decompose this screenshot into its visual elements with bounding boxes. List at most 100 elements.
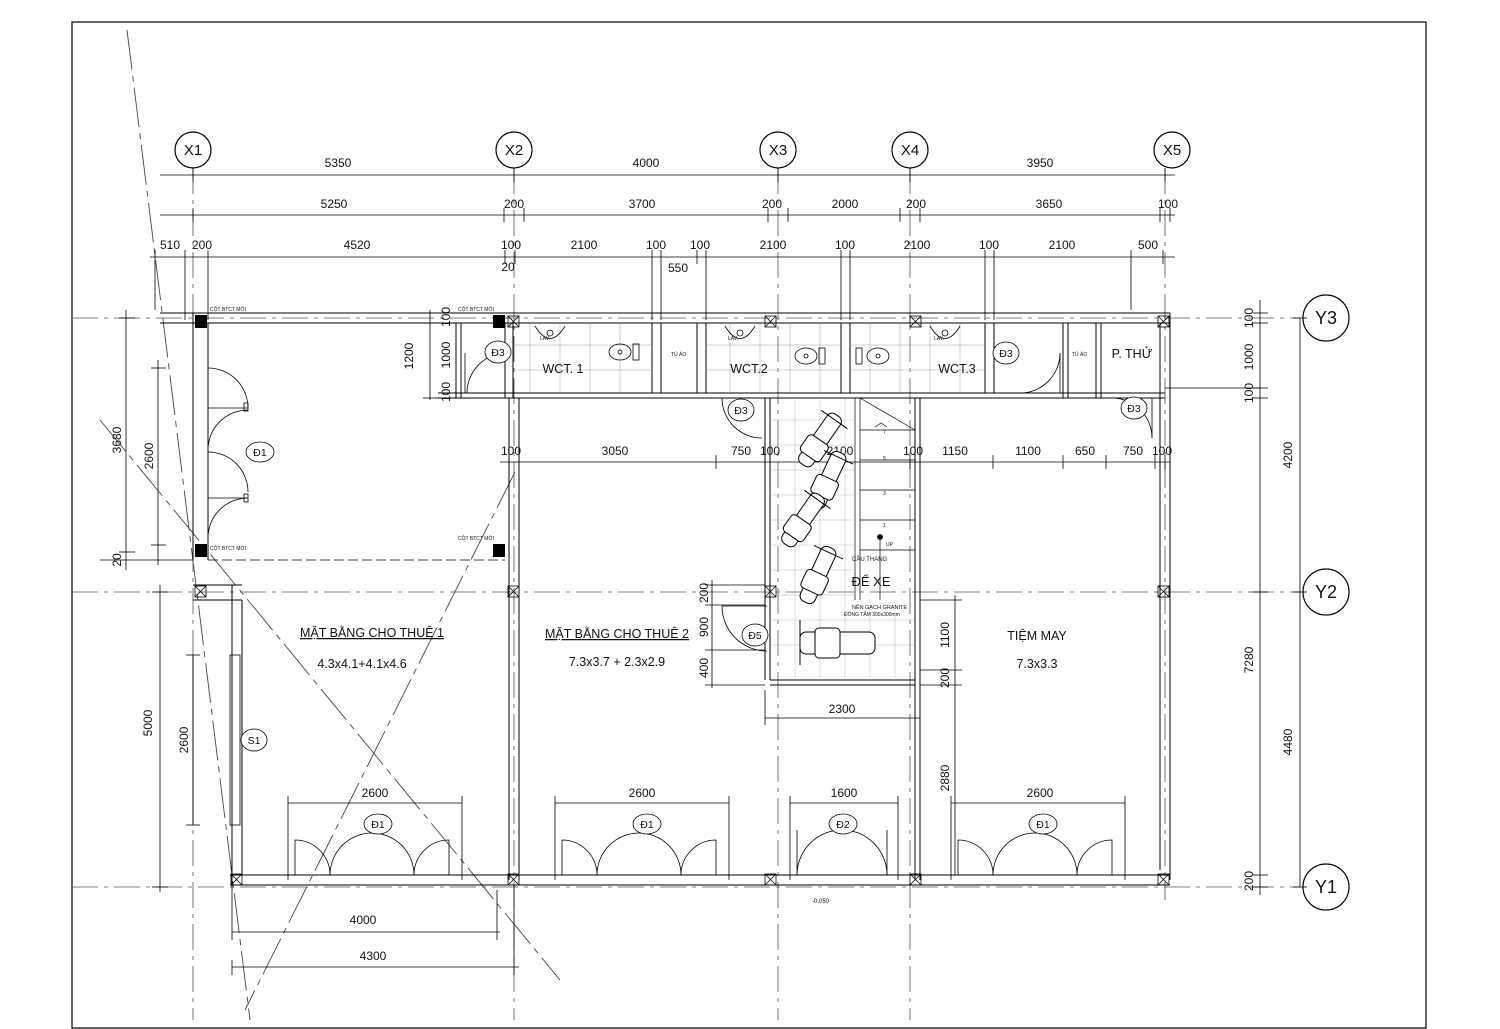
boundary-lines <box>99 29 561 1021</box>
lav-label-2: LAV. <box>728 336 738 342</box>
dim-row3-11: 100 <box>979 238 999 252</box>
stair-up: UP <box>886 542 894 548</box>
dim-row2-2: 200 <box>504 197 524 211</box>
grid-label-x4: X4 <box>901 142 919 159</box>
floor-note-2: ĐỒNG TÂM 300x300mm <box>844 611 900 618</box>
stair-step-5: 5 <box>883 456 886 462</box>
walls <box>160 312 1171 886</box>
left-dimension-lines <box>100 310 438 892</box>
new-column-note-4: CỘT BTCT MỚI <box>458 535 494 542</box>
motorbike-icons <box>781 409 876 665</box>
grid-label-x1: X1 <box>184 142 202 159</box>
dim-mid-2: 3050 <box>602 444 629 458</box>
bottom-dimension-lines <box>231 796 1126 975</box>
dim-left-100a: 100 <box>439 307 453 327</box>
door-tag-d1-a: Đ1 <box>371 819 385 831</box>
dim-row3-8: 2100 <box>760 238 787 252</box>
dim-right-4480: 4480 <box>1281 728 1295 755</box>
columns <box>195 315 505 557</box>
grid-label-x2: X2 <box>505 142 523 159</box>
grid-label-y1: Y1 <box>1315 877 1337 897</box>
door-tag-d3-3: Đ3 <box>999 348 1013 360</box>
stair-step-3: 3 <box>883 491 886 497</box>
dim-row2-5: 2000 <box>832 197 859 211</box>
dim-row2-6: 200 <box>906 197 926 211</box>
dim-left-1200: 1200 <box>402 342 416 369</box>
dim-left-1000: 1000 <box>439 341 453 368</box>
lav-label-3: LAV. <box>934 336 944 342</box>
dim-right-100b: 100 <box>1242 383 1256 403</box>
dim-row3-extra-20: 20 <box>501 260 515 274</box>
dim-row3-6: 100 <box>646 238 666 252</box>
dim-mid-10: 750 <box>1123 444 1143 458</box>
dim-mid-8: 1100 <box>1015 444 1041 458</box>
dim-row2-7: 3650 <box>1036 197 1063 211</box>
dim-row2-8: 100 <box>1158 197 1178 211</box>
dim-top-1: 5350 <box>325 156 352 170</box>
dim-bottom-door-3: 1600 <box>831 786 858 800</box>
room-wc1: WCT. 1 <box>543 362 584 376</box>
dim-row2-4: 200 <box>762 197 782 211</box>
dim-row3-7: 100 <box>690 238 710 252</box>
dim-mid-4: 100 <box>760 444 780 458</box>
dim-stair-2880: 2880 <box>938 764 952 791</box>
dim-stair-1100: 1100 <box>938 622 952 648</box>
toilet-fixtures <box>464 323 1153 439</box>
dim-row3-3: 4520 <box>344 238 371 252</box>
window-tag-s1: S1 <box>248 735 261 747</box>
dim-mid-7: 1150 <box>942 444 968 458</box>
dim-mid-11: 100 <box>1152 444 1172 458</box>
dim-row3-extra-550: 550 <box>668 261 688 275</box>
dim-row3-1: 510 <box>160 238 180 252</box>
room-rental-1-title: MẶT BẰNG CHO THUÊ 1 <box>300 625 444 640</box>
door-tag-d2: Đ2 <box>836 819 850 831</box>
dim-mid-6: 100 <box>903 444 923 458</box>
door-tag-d3-2: Đ3 <box>734 405 748 417</box>
dim-mid-1: 100 <box>501 444 521 458</box>
stair-dimension-lines <box>705 580 962 875</box>
column-markers <box>194 315 1170 886</box>
room-tailor-size: 7.3x3.3 <box>1016 657 1057 671</box>
dim-left-5000: 5000 <box>141 709 155 736</box>
dim-right-1000: 1000 <box>1242 343 1256 370</box>
grid-label-x3: X3 <box>769 142 787 159</box>
sheet-border <box>71 21 1427 1029</box>
room-fitting: P. THỬ <box>1112 346 1153 361</box>
dim-stair-200b: 200 <box>938 668 952 688</box>
dim-row3-12: 2100 <box>1049 238 1076 252</box>
stair-step-1: 1 <box>883 523 886 529</box>
room-rental-2-size: 7.3x3.7 + 2.3x2.9 <box>569 655 665 669</box>
grid-label-y3: Y3 <box>1315 308 1337 328</box>
dim-top-2: 4000 <box>633 156 660 170</box>
new-column-note-3: CỘT BTCT MỚI <box>210 545 246 552</box>
parking-label: ĐỂ XE <box>851 574 890 589</box>
lav-label-1: LAV. <box>540 336 550 342</box>
dim-left-3680: 3680 <box>110 426 124 453</box>
dim-top-3: 3950 <box>1027 156 1054 170</box>
door-tag-d3-4: Đ3 <box>1127 403 1141 415</box>
dim-mid-9: 650 <box>1075 444 1095 458</box>
dim-row3-13: 500 <box>1138 238 1158 252</box>
door-tag-d1-left: Đ1 <box>253 447 267 459</box>
room-wc2: WCT.2 <box>730 362 768 376</box>
door-tag-d5: Đ5 <box>748 630 762 642</box>
door-tag-d1-c: Đ1 <box>1036 819 1050 831</box>
room-tailor-title: TIỆM MAY <box>1007 628 1067 643</box>
wardrobe-label-1: TỦ ÁO <box>671 351 686 358</box>
dim-mid-3: 750 <box>731 444 751 458</box>
dim-right-4200: 4200 <box>1281 441 1295 468</box>
dim-stair-900: 900 <box>697 617 711 637</box>
wardrobe-label-2: TỦ ÁO <box>1072 351 1087 358</box>
grid-lines <box>72 168 1300 1020</box>
dim-right-100a: 100 <box>1242 308 1256 328</box>
dim-row3-4: 100 <box>501 238 521 252</box>
dim-left-2600b: 2600 <box>177 726 191 753</box>
dim-left-20: 20 <box>110 553 124 567</box>
room-rental-1-size: 4.3x4.1+4.1x4.6 <box>317 657 406 671</box>
door-bubbles <box>240 340 1148 835</box>
dim-right-200: 200 <box>1242 871 1256 891</box>
dim-bottom-door-4: 2600 <box>1027 786 1054 800</box>
right-dimension-lines <box>1165 300 1307 895</box>
grid-label-y2: Y2 <box>1315 582 1337 602</box>
